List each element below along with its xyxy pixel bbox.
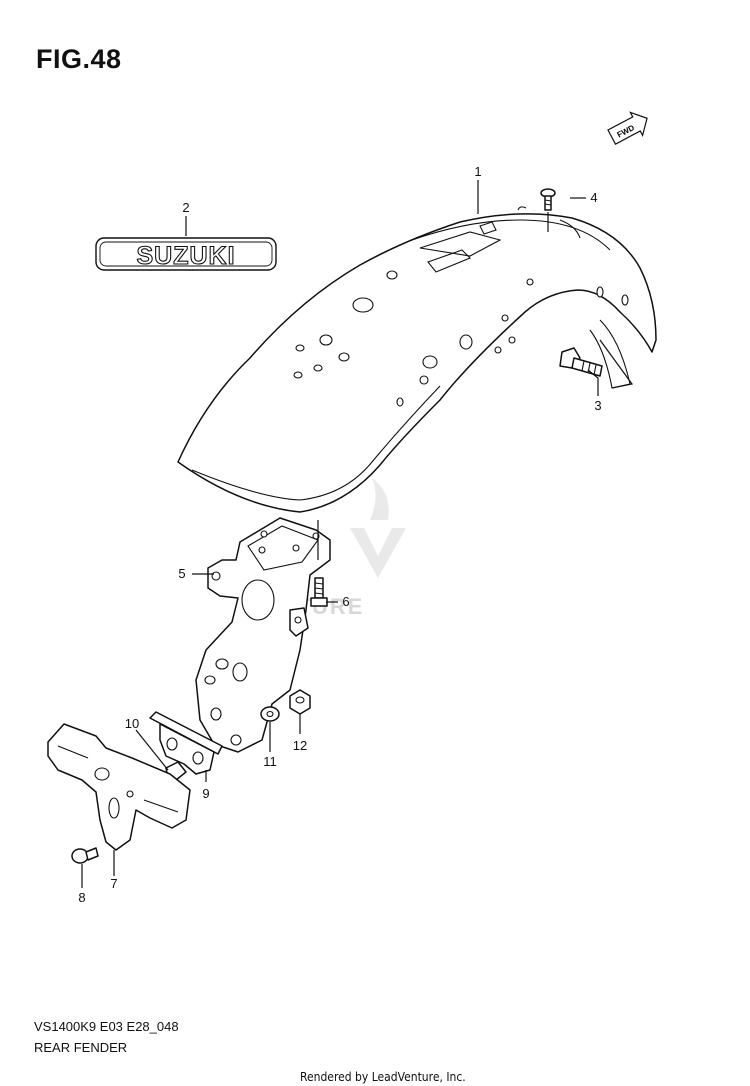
screw-4 <box>540 188 556 232</box>
washer-11 <box>260 706 280 722</box>
rear-fender <box>177 206 657 513</box>
callout-9: 9 <box>202 786 209 801</box>
emblem-text: SUZUKI <box>136 242 235 270</box>
callout-7: 7 <box>110 876 117 891</box>
nut-12 <box>289 689 311 715</box>
callout-5: 5 <box>178 566 185 581</box>
callout-12: 12 <box>293 738 307 753</box>
callout-11: 11 <box>263 754 277 769</box>
callout-1: 1 <box>474 164 481 179</box>
lamp-bracket-9 <box>149 711 223 775</box>
figure-name: REAR FENDER <box>34 1040 128 1055</box>
bolt-8 <box>71 847 99 864</box>
bolt-6 <box>310 577 328 607</box>
callout-4: 4 <box>590 190 597 205</box>
license-plate-bracket <box>47 723 191 851</box>
callout-10: 10 <box>125 716 139 731</box>
callout-8: 8 <box>78 890 85 905</box>
callout-6: 6 <box>342 594 349 609</box>
model-code: VS1400K9 E03 E28_048 <box>34 1019 179 1034</box>
leader-lines <box>81 180 599 888</box>
callout-numbers: 1 2 3 4 5 6 7 8 9 10 11 12 <box>78 164 601 905</box>
fender-bracket <box>195 517 331 753</box>
bolt-3 <box>559 339 634 389</box>
callout-3: 3 <box>594 398 601 413</box>
suzuki-emblem: SUZUKI <box>95 237 277 271</box>
watermark-logo <box>350 478 406 578</box>
callout-2: 2 <box>182 200 189 215</box>
figure-title: FIG.48 <box>36 44 122 74</box>
rendered-by-credit: Rendered by LeadVenture, Inc. <box>300 1070 466 1084</box>
fwd-arrow-icon: FWD <box>607 111 648 145</box>
